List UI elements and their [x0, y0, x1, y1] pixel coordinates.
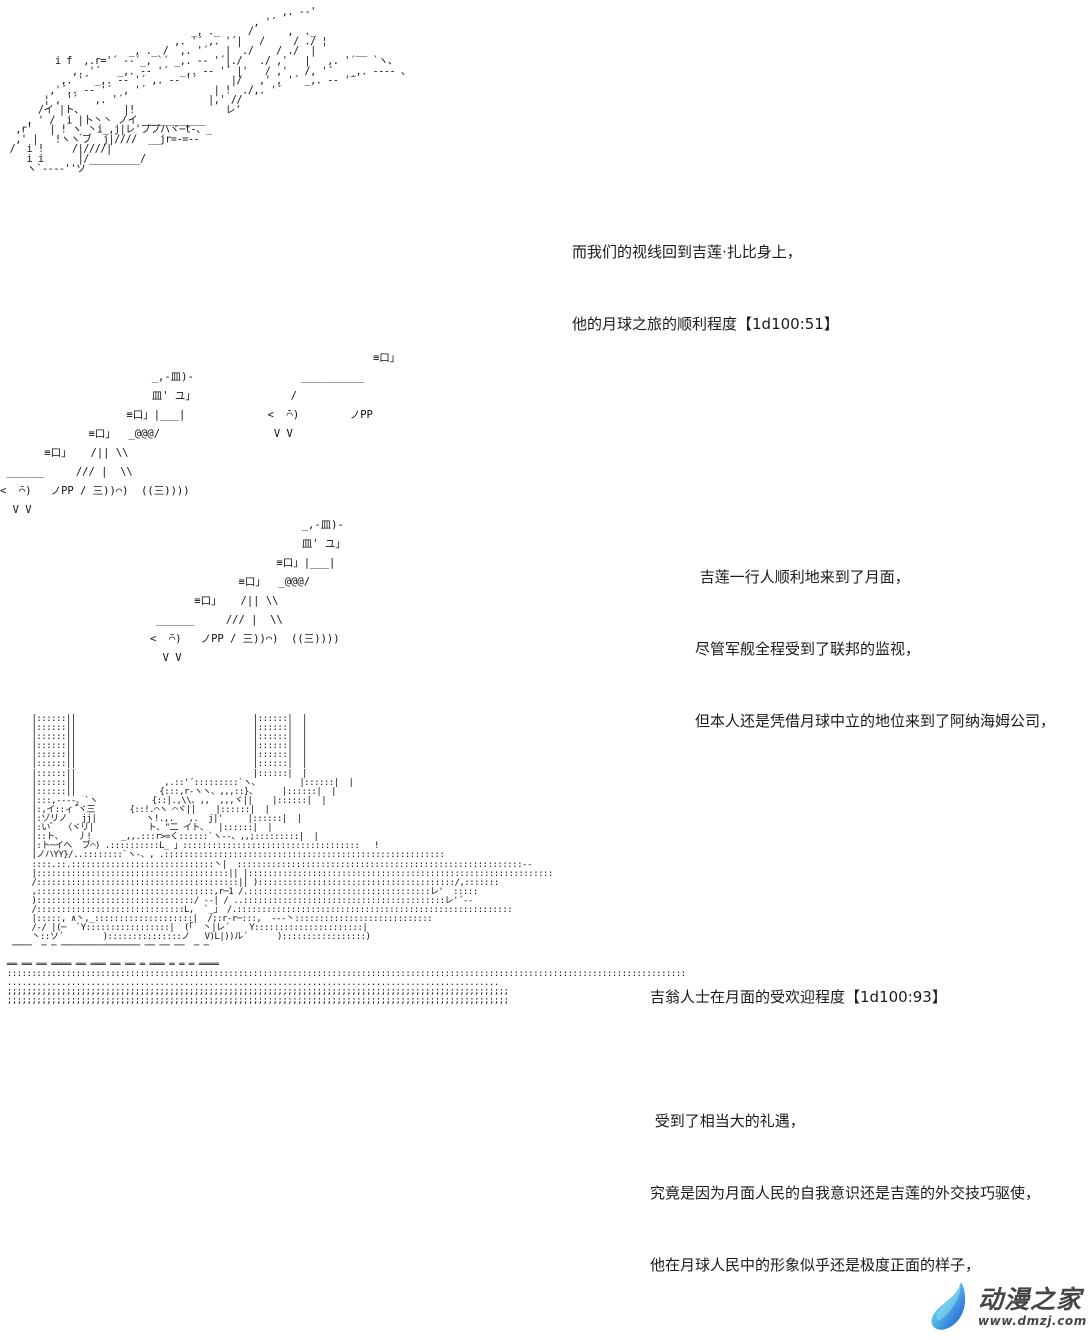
leaf-drop-icon — [931, 1282, 966, 1330]
narration-block-3: 吉翁人士在月面的受欢迎程度【1d100:93】 受到了相当大的礼遇， 究竟是因为… — [650, 955, 1040, 1308]
narration-line: 他在月球人民中的形象似乎还是极度正面的样子， — [650, 1256, 981, 1274]
ascii-art-panel-1: ,. -‐' , '´ _, ._ / , ._ ,. '´ ,. '´| / … — [9, 6, 411, 175]
narration-line: 受到了相当大的礼遇， — [650, 1112, 805, 1130]
narration-spacer — [650, 1061, 1040, 1079]
ascii-art-panel-2: ≡口」 _,-皿)- __________ 皿' ユ」 / ≡口」|___| <… — [0, 351, 401, 516]
narration-line: 但本人还是凭借月球中立的地位来到了阿纳海姆公司， — [695, 712, 1056, 730]
site-watermark: 动漫之家 www.dmzj.com — [928, 1277, 1087, 1335]
ascii-art-panel-4: |::::::|| |::::::| | |::::::|| |::::::| … — [6, 714, 686, 1006]
watermark-brand: 动漫之家 — [978, 1284, 1083, 1314]
watermark-url: www.dmzj.com — [978, 1313, 1087, 1328]
narration-line-roll: 吉翁人士在月面的受欢迎程度【1d100:93】 — [650, 988, 947, 1006]
narration-line: 而我们的视线回到吉莲·扎比身上， — [572, 243, 802, 261]
narration-line: 吉莲一行人顺利地来到了月面， — [695, 568, 910, 586]
narration-block-1: 而我们的视线回到吉莲·扎比身上， 他的月球之旅的顺利程度【1d100:51】 — [572, 210, 839, 367]
ascii-art-panel-3: _,-皿)- 皿' ユ」 ≡口」|___| ≡口」 _@@@/ ≡口」 /|| … — [150, 518, 346, 664]
narration-line: 尽管军舰全程受到了联邦的监视， — [695, 640, 921, 658]
narration-line: 他的月球之旅的顺利程度【1d100:51】 — [572, 315, 839, 333]
narration-line: 究竟是因为月面人民的自我意识还是吉莲的外交技巧驱使， — [650, 1184, 1041, 1202]
watermark-text: 动漫之家 www.dmzj.com — [978, 1285, 1087, 1328]
narration-block-2: 吉莲一行人顺利地来到了月面， 尽管军舰全程受到了联邦的监视， 但本人还是凭借月球… — [695, 535, 1055, 764]
